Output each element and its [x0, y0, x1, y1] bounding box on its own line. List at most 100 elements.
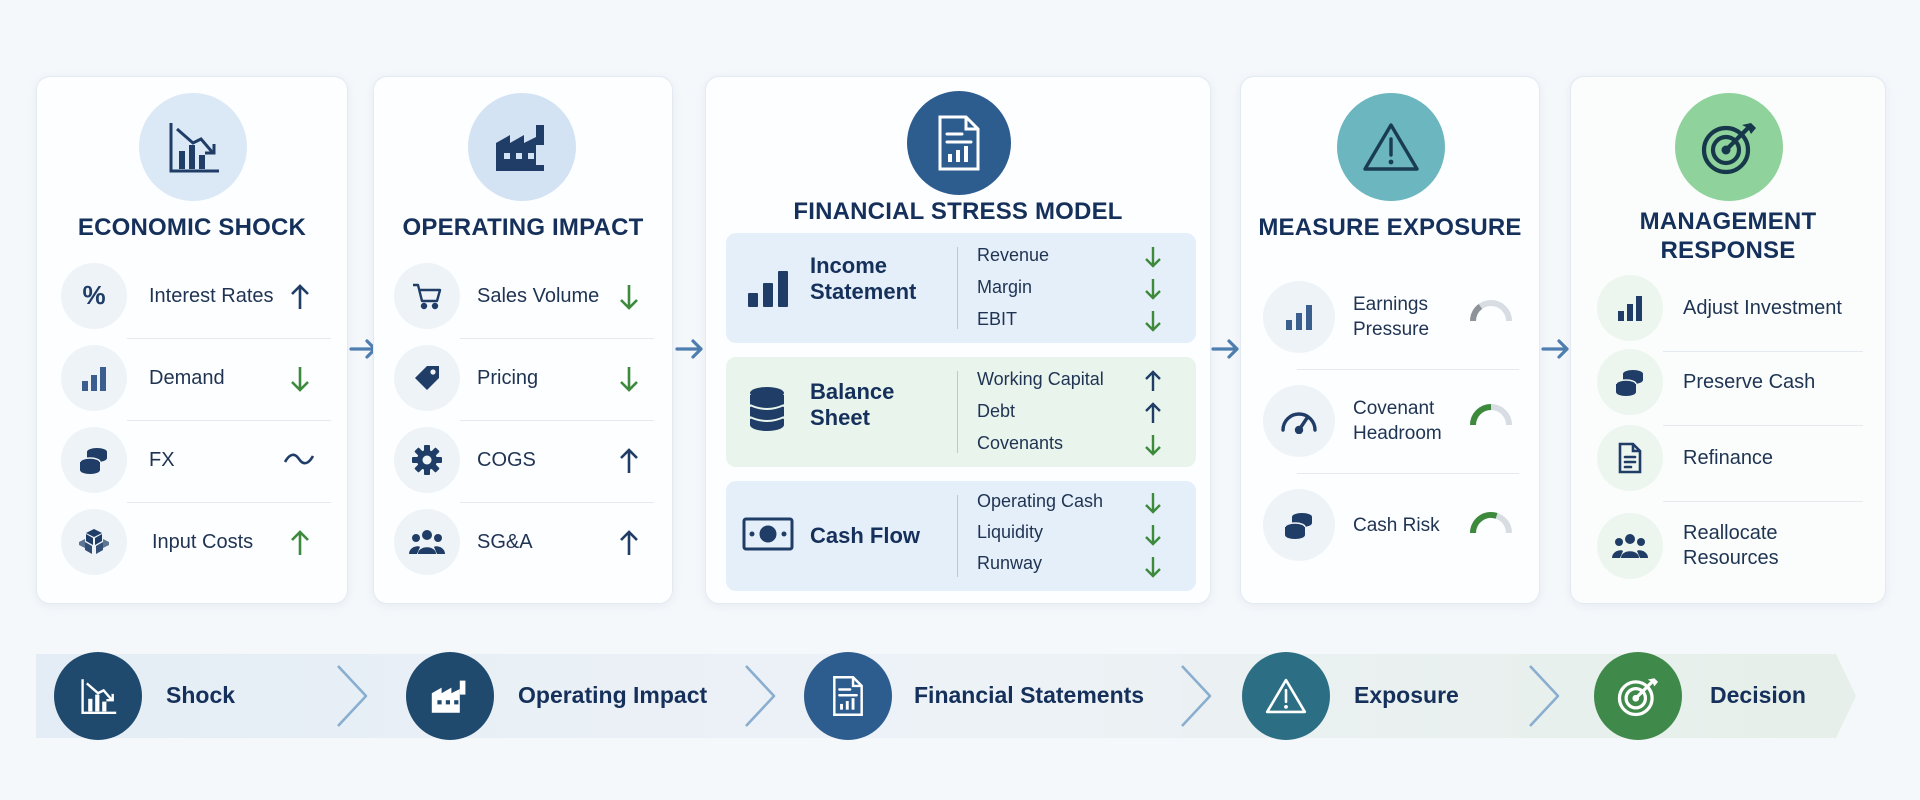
down-arrow-icon — [620, 285, 638, 310]
chevron-right-icon — [337, 665, 368, 727]
divider — [1663, 501, 1863, 502]
list-item-pricing: Pricing — [394, 345, 654, 411]
coins-icon — [1597, 349, 1663, 415]
up-arrow-icon — [620, 448, 638, 473]
shock-step-circle — [54, 652, 142, 740]
section-item: Debt — [977, 401, 1016, 421]
card-title: MEASURE EXPOSURE — [1258, 214, 1522, 241]
gauge-icon — [1470, 404, 1512, 426]
list-item-earnings-pressure: Earnings Pressure — [1263, 277, 1463, 357]
divider — [127, 502, 331, 503]
flow-arrow-icon — [1211, 339, 1239, 359]
down-arrow-icon — [1145, 311, 1161, 332]
section-name: Cash Flow — [810, 523, 921, 548]
document-icon — [1597, 425, 1663, 491]
item-label: SG&A — [477, 530, 533, 553]
down-arrow-icon — [620, 367, 638, 392]
income-statement-panel: Income Statement Revenue Margin EBIT — [726, 233, 1196, 343]
coins-icon — [61, 427, 127, 493]
item-label: Input Costs — [152, 530, 254, 553]
up-arrow-icon — [1145, 402, 1161, 423]
decision-step-circle — [1594, 652, 1682, 740]
section-name: Income Statement — [810, 253, 917, 304]
factory-icon — [431, 680, 466, 713]
warning-triangle-icon — [1265, 678, 1307, 714]
up-arrow-icon — [291, 284, 309, 309]
gauge-icon — [1470, 512, 1512, 534]
coins-icon — [1263, 489, 1335, 561]
operating-impact-card: OPERATING IMPACT Sales Volume Pricing CO… — [373, 76, 673, 604]
item-label: COGS — [477, 448, 536, 471]
report-icon — [833, 676, 863, 716]
speedometer-icon — [1263, 385, 1335, 457]
target-icon — [1675, 93, 1783, 201]
item-label: FX — [149, 448, 175, 471]
section-item: Runway — [977, 553, 1043, 573]
list-item-adjust-investment: Adjust Investment — [1597, 275, 1867, 341]
balance-sheet-panel: Balance Sheet Working Capital Debt Coven… — [726, 357, 1196, 467]
measure-exposure-card: MEASURE EXPOSURE Earnings Pressure Coven… — [1240, 76, 1540, 604]
list-item-sga: SG&A — [394, 509, 654, 575]
down-arrow-icon — [1145, 557, 1161, 578]
card-title: MANAGEMENT RESPONSE — [1639, 208, 1817, 264]
down-arrow-icon — [291, 367, 309, 392]
item-label: Refinance — [1683, 446, 1774, 469]
item-label: Adjust Investment — [1683, 296, 1842, 319]
down-arrow-icon — [1145, 493, 1161, 514]
section-item: Liquidity — [977, 522, 1044, 542]
warning-triangle-icon — [1337, 93, 1445, 201]
list-item-sales-volume: Sales Volume — [394, 263, 654, 329]
item-label: Demand — [149, 366, 225, 389]
declining-chart-icon — [139, 93, 247, 201]
people-icon — [1597, 513, 1663, 579]
down-arrow-icon — [1145, 525, 1161, 546]
item-label: Cash Risk — [1353, 514, 1440, 536]
svg-text:%: % — [82, 281, 105, 310]
flow-arrow-icon — [1541, 339, 1569, 359]
section-item: Operating Cash — [977, 491, 1104, 511]
financial-statements-step-circle — [804, 652, 892, 740]
divider — [460, 502, 654, 503]
bar-chart-icon — [61, 345, 127, 411]
card-title: ECONOMIC SHOCK — [77, 214, 307, 241]
list-item-cogs: COGS — [394, 427, 654, 493]
factory-icon — [468, 93, 576, 201]
bar-chart-icon — [1597, 275, 1663, 341]
target-icon — [1617, 678, 1659, 717]
step-label: Financial Statements — [914, 682, 1145, 708]
item-label: Reallocate Resources — [1683, 522, 1779, 569]
item-label: Sales Volume — [477, 284, 600, 307]
operating-impact-step-circle — [406, 652, 494, 740]
list-item-fx: FX — [61, 427, 331, 493]
percent-icon: % — [61, 263, 127, 329]
divider — [460, 420, 654, 421]
cubes-icon — [61, 509, 127, 575]
section-item: EBIT — [977, 309, 1018, 329]
divider — [957, 371, 958, 453]
report-icon — [907, 91, 1011, 195]
divider — [1297, 473, 1519, 474]
list-item-preserve-cash: Preserve Cash — [1597, 349, 1867, 415]
card-title: OPERATING IMPACT — [402, 214, 644, 241]
item-label: Pricing — [477, 366, 539, 389]
chevron-right-icon — [745, 665, 776, 727]
exposure-step-circle — [1242, 652, 1330, 740]
divider — [957, 495, 958, 577]
divider — [127, 420, 331, 421]
card-title: FINANCIAL STRESS MODEL — [793, 198, 1123, 225]
list-item-interest-rates: % Interest Rates — [61, 263, 331, 329]
declining-chart-icon — [81, 679, 117, 714]
item-label: Earnings Pressure — [1353, 294, 1430, 340]
list-item-covenant-headroom: Covenant Headroom — [1263, 381, 1463, 461]
cash-flow-panel: Cash Flow Operating Cash Liquidity Runwa… — [726, 481, 1196, 591]
chevron-right-icon — [1181, 665, 1212, 727]
flow-arrow-icon — [675, 339, 703, 359]
down-arrow-icon — [1145, 279, 1161, 300]
step-label: Operating Impact — [518, 682, 708, 708]
section-item: Covenants — [977, 433, 1064, 453]
item-label: Preserve Cash — [1683, 370, 1816, 393]
bar-chart-icon — [748, 271, 788, 307]
divider — [1663, 425, 1863, 426]
list-item-refinance: Refinance — [1597, 425, 1867, 491]
up-arrow-icon — [1145, 370, 1161, 391]
